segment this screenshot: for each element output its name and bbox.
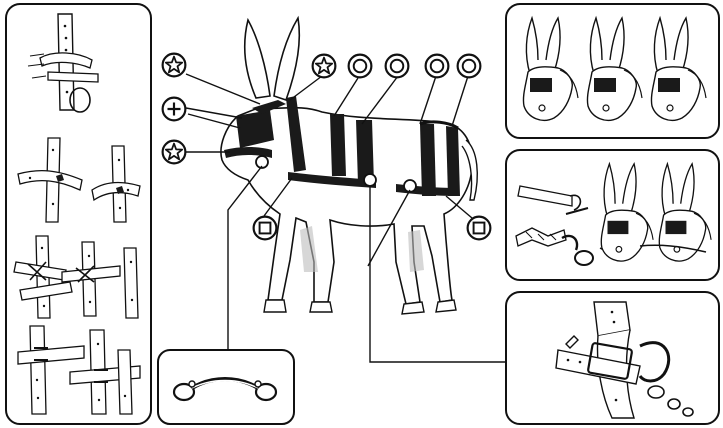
callout-star-icon [163,141,186,164]
callout-ring-icon [349,55,372,78]
callout-star-icon [313,55,336,78]
panel-buckle-detail [506,292,719,424]
callout-ring-icon [426,55,449,78]
crupper-strap [446,126,460,196]
saddle-rear-strap [420,124,436,196]
panel-strap-attach [506,150,719,280]
panel-strap-joining [6,4,151,424]
callout-ring-icon [458,55,481,78]
callout-square-icon [254,217,277,240]
panel-bit [158,350,294,424]
callout-square-icon [468,217,491,240]
ear-left [245,20,270,98]
breast-strap [330,114,346,176]
ear-right [274,18,299,100]
callout-ring-icon [386,55,409,78]
callout-star-icon [163,54,186,77]
panel-blinker-fitting [506,4,719,138]
callout-plus-icon [163,98,186,121]
